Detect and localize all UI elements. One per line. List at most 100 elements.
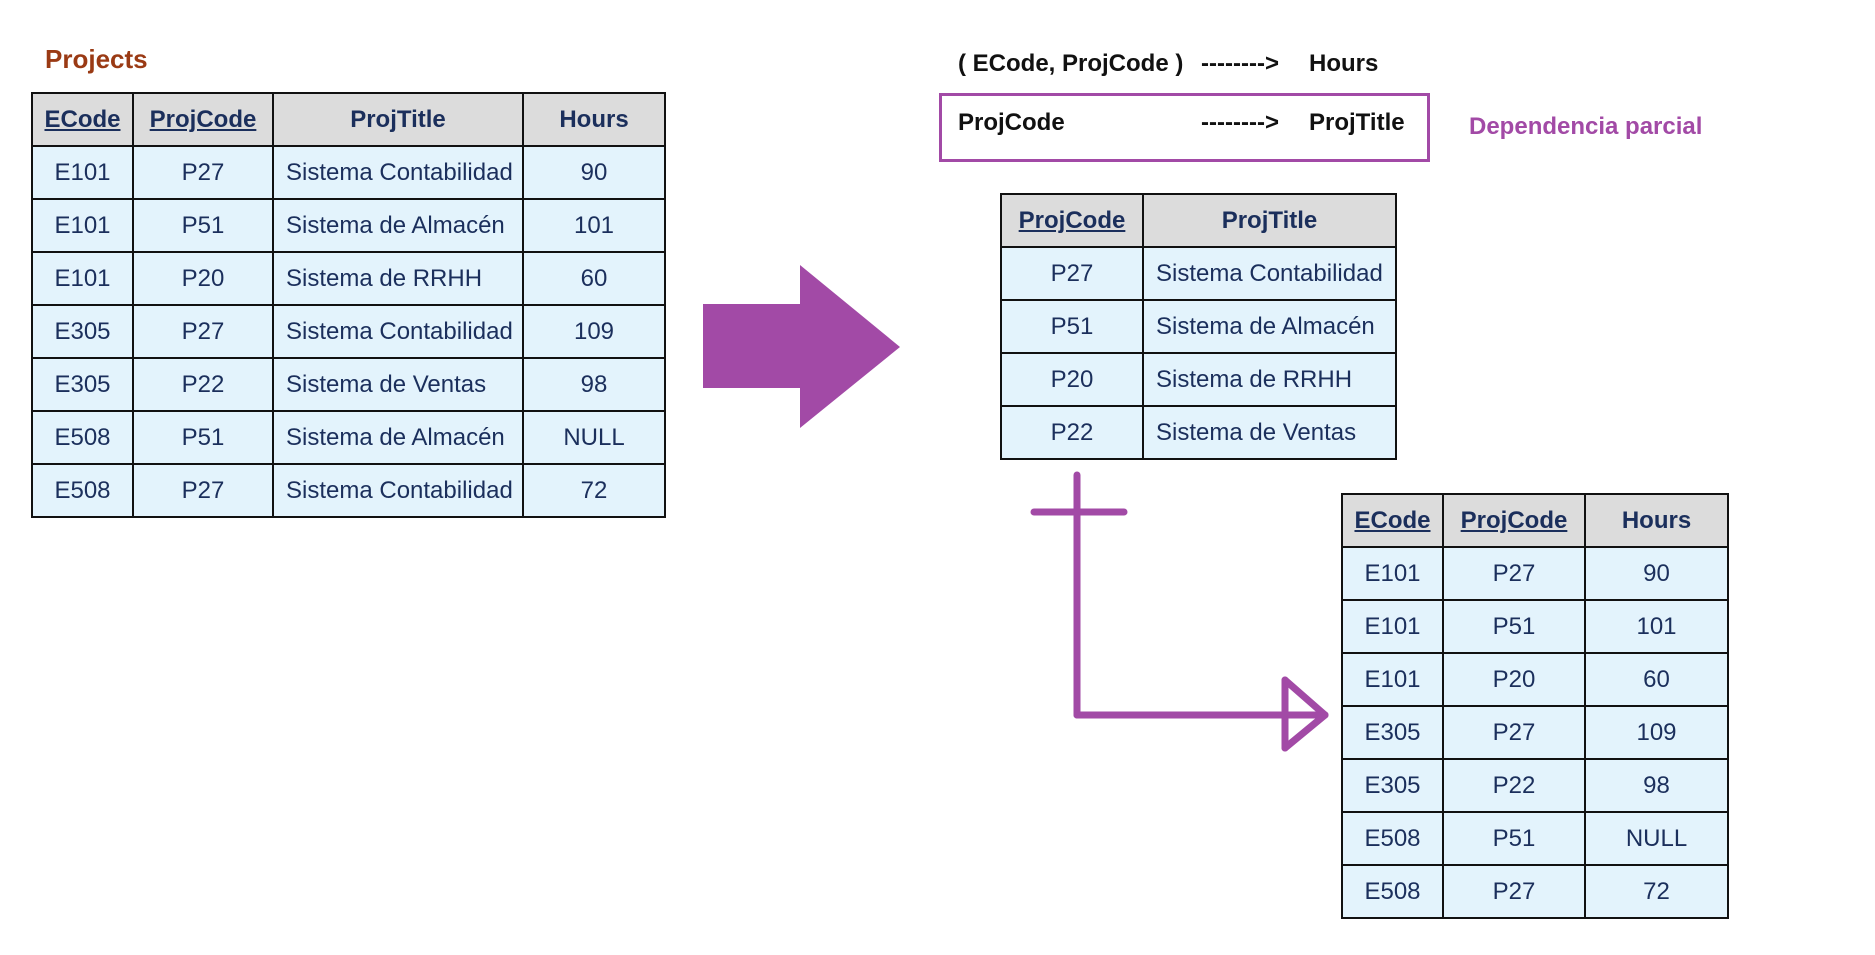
- source-cell: P27: [132, 463, 274, 518]
- partial-dependency-box: [939, 93, 1430, 162]
- hours-cell: P51: [1442, 811, 1586, 866]
- projects-column-header: ProjTitle: [1142, 193, 1397, 248]
- source-cell: P51: [132, 410, 274, 465]
- source-cell: E101: [31, 145, 134, 200]
- projects-column-header: ProjCode: [1000, 193, 1144, 248]
- hours-cell: P22: [1442, 758, 1586, 813]
- full-dependency-arrow: -------->: [1201, 50, 1279, 77]
- source-table-title: Projects: [45, 44, 148, 74]
- source-cell: Sistema de Almacén: [272, 198, 524, 253]
- hours-cell: 101: [1584, 599, 1729, 654]
- hours-cell: P51: [1442, 599, 1586, 654]
- hours-cell: P20: [1442, 652, 1586, 707]
- partial-dependency-rhs: ProjTitle: [1309, 109, 1405, 136]
- source-column-header: Hours: [522, 92, 666, 147]
- projects-cell: Sistema de Ventas: [1142, 405, 1397, 460]
- full-dependency-lhs: ( ECode, ProjCode ): [958, 50, 1184, 77]
- source-cell: Sistema de Almacén: [272, 410, 524, 465]
- hours-cell: E305: [1341, 758, 1444, 813]
- hours-cell: E508: [1341, 864, 1444, 919]
- hours-cell: 109: [1584, 705, 1729, 760]
- source-cell: 72: [522, 463, 666, 518]
- source-cell: E101: [31, 251, 134, 306]
- source-cell: P22: [132, 357, 274, 412]
- projects-cell: Sistema de Almacén: [1142, 299, 1397, 354]
- hours-column-header: ECode: [1341, 493, 1444, 548]
- hours-cell: 60: [1584, 652, 1729, 707]
- hours-cell: 98: [1584, 758, 1729, 813]
- fk-relationship-connector: [1030, 471, 1329, 752]
- hours-cell: NULL: [1584, 811, 1729, 866]
- source-cell: Sistema de RRHH: [272, 251, 524, 306]
- transform-arrow: [703, 265, 900, 428]
- projects-cell: P51: [1000, 299, 1144, 354]
- source-cell: E101: [31, 198, 134, 253]
- source-cell: 109: [522, 304, 666, 359]
- source-cell: E305: [31, 304, 134, 359]
- source-cell: 101: [522, 198, 666, 253]
- source-cell: P51: [132, 198, 274, 253]
- source-cell: 60: [522, 251, 666, 306]
- source-cell: 90: [522, 145, 666, 200]
- partial-dependency-arrow: -------->: [1201, 109, 1279, 136]
- source-cell: E508: [31, 410, 134, 465]
- source-cell: Sistema Contabilidad: [272, 145, 524, 200]
- source-cell: Sistema Contabilidad: [272, 304, 524, 359]
- source-cell: P27: [132, 145, 274, 200]
- hours-cell: E101: [1341, 652, 1444, 707]
- source-cell: Sistema Contabilidad: [272, 463, 524, 518]
- hours-cell: P27: [1442, 546, 1586, 601]
- full-dependency-rhs: Hours: [1309, 50, 1379, 77]
- source-cell: 98: [522, 357, 666, 412]
- source-column-header: ProjTitle: [272, 92, 524, 147]
- hours-cell: E101: [1341, 546, 1444, 601]
- projects-cell: P20: [1000, 352, 1144, 407]
- hours-cell: E101: [1341, 599, 1444, 654]
- hours-cell: P27: [1442, 864, 1586, 919]
- projects-cell: P27: [1000, 246, 1144, 301]
- hours-cell: E508: [1341, 811, 1444, 866]
- source-column-header: ProjCode: [132, 92, 274, 147]
- source-cell: P20: [132, 251, 274, 306]
- source-cell: Sistema de Ventas: [272, 357, 524, 412]
- projects-cell: Sistema Contabilidad: [1142, 246, 1397, 301]
- hours-cell: E305: [1341, 705, 1444, 760]
- projects-cell: Sistema de RRHH: [1142, 352, 1397, 407]
- source-cell: P27: [132, 304, 274, 359]
- hours-cell: P27: [1442, 705, 1586, 760]
- source-cell: E305: [31, 357, 134, 412]
- partial-dependency-lhs: ProjCode: [958, 109, 1065, 136]
- projects-cell: P22: [1000, 405, 1144, 460]
- source-cell: NULL: [522, 410, 666, 465]
- source-cell: E508: [31, 463, 134, 518]
- hours-cell: 72: [1584, 864, 1729, 919]
- hours-column-header: ProjCode: [1442, 493, 1586, 548]
- source-column-header: ECode: [31, 92, 134, 147]
- hours-column-header: Hours: [1584, 493, 1729, 548]
